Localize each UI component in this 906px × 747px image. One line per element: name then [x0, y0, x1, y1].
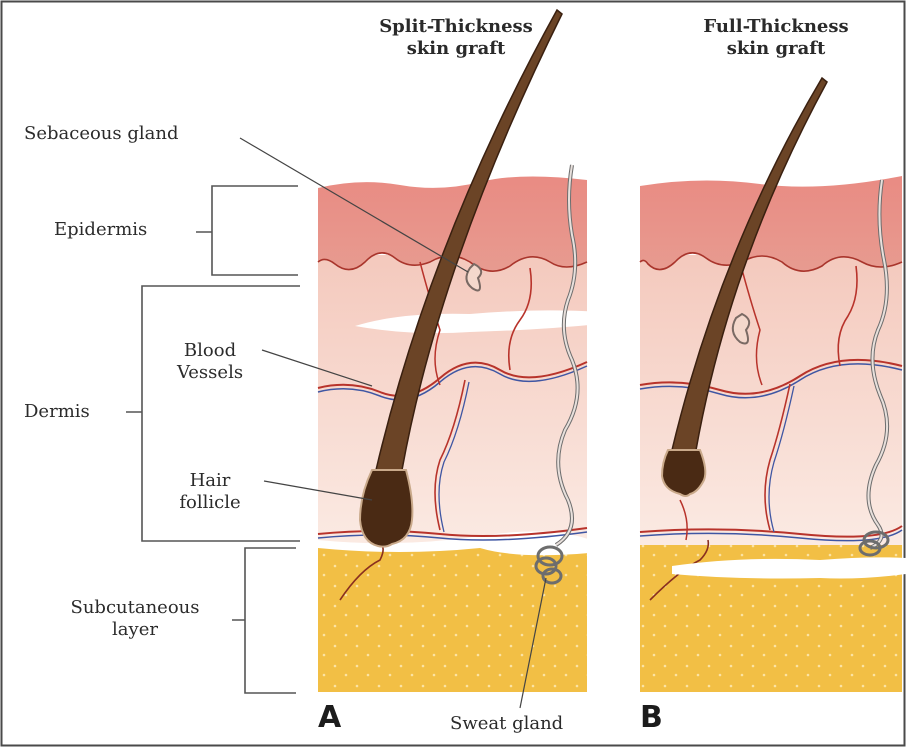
- sweat-gland-label: Sweat gland: [450, 713, 563, 735]
- subcutaneous-bracket: [232, 548, 296, 693]
- hair-follicle-label: Hair follicle: [170, 470, 250, 514]
- dermis-label: Dermis: [24, 401, 90, 423]
- blood-vessels-line2: Vessels: [160, 362, 260, 384]
- hair-follicle-line2: follicle: [170, 492, 250, 514]
- split-thickness-title: Split-Thickness skin graft: [356, 16, 556, 60]
- panel-a-skin: [318, 10, 600, 692]
- sebaceous-gland-label: Sebaceous gland: [24, 123, 179, 145]
- panel-b-letter: B: [640, 700, 663, 735]
- subcutaneous-layer-label: Subcutaneous layer: [60, 597, 210, 641]
- subcutaneous-line1: Subcutaneous: [60, 597, 210, 619]
- split-title-line1: Split-Thickness: [356, 16, 556, 38]
- subcutaneous-line2: layer: [60, 619, 210, 641]
- full-thickness-title: Full-Thickness skin graft: [676, 16, 876, 60]
- epidermis-bracket: [196, 186, 298, 275]
- panel-b-skin: [640, 78, 906, 692]
- epidermis-label: Epidermis: [54, 219, 147, 241]
- hair-follicle-line1: Hair: [170, 470, 250, 492]
- full-title-line1: Full-Thickness: [676, 16, 876, 38]
- split-title-line2: skin graft: [356, 38, 556, 60]
- blood-vessels-line1: Blood: [160, 340, 260, 362]
- panel-a-letter: A: [318, 700, 341, 735]
- hair-follicle-a: [360, 470, 412, 547]
- blood-vessels-label: Blood Vessels: [160, 340, 260, 384]
- dermis-layer-a: [318, 255, 587, 545]
- full-title-line2: skin graft: [676, 38, 876, 60]
- hair-follicle-b: [662, 450, 705, 496]
- dermis-layer-b: [640, 255, 902, 545]
